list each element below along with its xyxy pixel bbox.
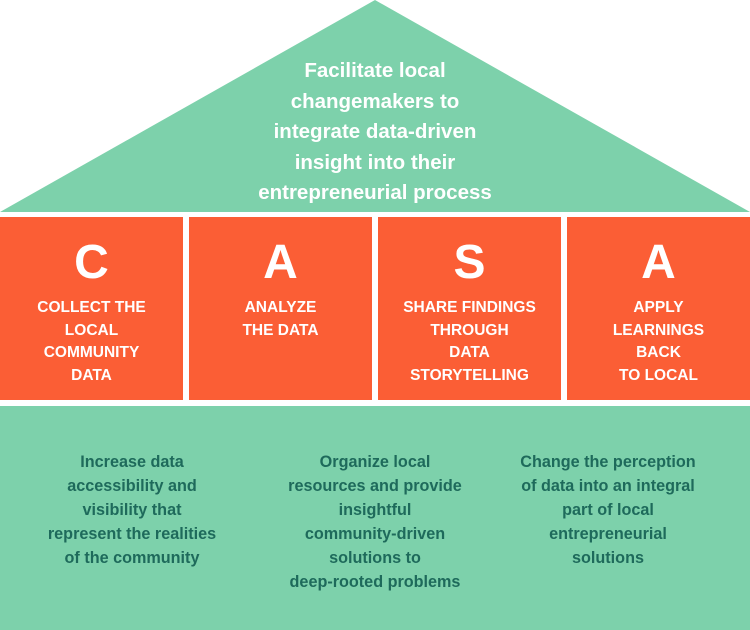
pillar-collect: C COLLECT THE LOCAL COMMUNITY DATA (0, 217, 183, 400)
base-line: solutions to (329, 549, 421, 567)
pillar-analyze: A ANALYZE THE DATA (189, 217, 372, 400)
pillar-letter: C (74, 236, 109, 289)
pillar-text: SHARE FINDINGS THROUGH DATA STORYTELLING (382, 297, 557, 387)
pillar-line: SHARE FINDINGS (403, 299, 536, 316)
pillar-apply: A APPLY LEARNINGS BACK TO LOCAL (567, 217, 750, 400)
roof-line: integrate data-driven (273, 120, 477, 143)
roof-text: Facilitate local changemakers to integra… (205, 56, 545, 209)
pillar-line: DATA (449, 344, 490, 361)
roof-shape (0, 0, 750, 212)
pillar-line: THE DATA (242, 321, 319, 339)
pillar-text: COLLECT THE LOCAL COMMUNITY DATA (4, 297, 179, 387)
base-block: Increase data accessibility and visibili… (0, 406, 750, 630)
pillar-letter: S (453, 236, 486, 289)
base-line: represent the realities (47, 525, 217, 543)
base-line: resources and provide (288, 477, 462, 495)
pillar-line: THROUGH (430, 321, 509, 339)
base-column-resources: Organize local resources and provide ins… (259, 450, 491, 594)
base-column-accessibility: Increase data accessibility and visibili… (16, 450, 248, 570)
base-line: visibility that (82, 501, 182, 519)
base-line: Organize local (319, 453, 431, 471)
pillar-line: LEARNINGS (612, 321, 705, 339)
roof-line: Facilitate local (304, 59, 446, 82)
pillar-line: BACK (636, 344, 681, 361)
base-line: accessibility and (67, 477, 197, 495)
base-column-perception: Change the perception of data into an in… (492, 450, 724, 570)
pillar-share: S SHARE FINDINGS THROUGH DATA STORYTELLI… (378, 217, 561, 400)
base-line: of data into an integral (521, 477, 695, 495)
base-line: Change the perception (520, 453, 696, 471)
pillar-line: COMMUNITY (43, 344, 140, 361)
base-line: Increase data (80, 453, 184, 471)
pillar-letter: A (263, 236, 298, 289)
base-line: part of local (562, 501, 654, 519)
pillar-text: ANALYZE THE DATA (193, 297, 368, 342)
roof-line: insight into their (294, 150, 456, 174)
pillar-line: STORYTELLING (410, 366, 529, 384)
base-line: community-driven (304, 525, 446, 543)
base-line: solutions (572, 549, 644, 567)
pillar-line: COLLECT THE (37, 299, 146, 316)
pillar-line: LOCAL (64, 321, 119, 339)
pillar-text: APPLY LEARNINGS BACK TO LOCAL (571, 297, 746, 387)
roof-line: entrepreneurial process (258, 181, 492, 204)
base-line: insightful (338, 501, 412, 519)
pillar-line: ANALYZE (244, 299, 317, 316)
roof-triangle (0, 0, 750, 212)
roof-line: changemakers to (290, 89, 460, 113)
base-line: entrepreneurial (549, 525, 667, 543)
pillar-line: TO LOCAL (619, 366, 698, 384)
base-line: of the community (64, 549, 200, 567)
pillar-line: APPLY (633, 299, 684, 316)
pillar-letter: A (641, 236, 676, 289)
pillar-line: DATA (71, 366, 112, 384)
base-line: deep-rooted problems (289, 573, 461, 591)
